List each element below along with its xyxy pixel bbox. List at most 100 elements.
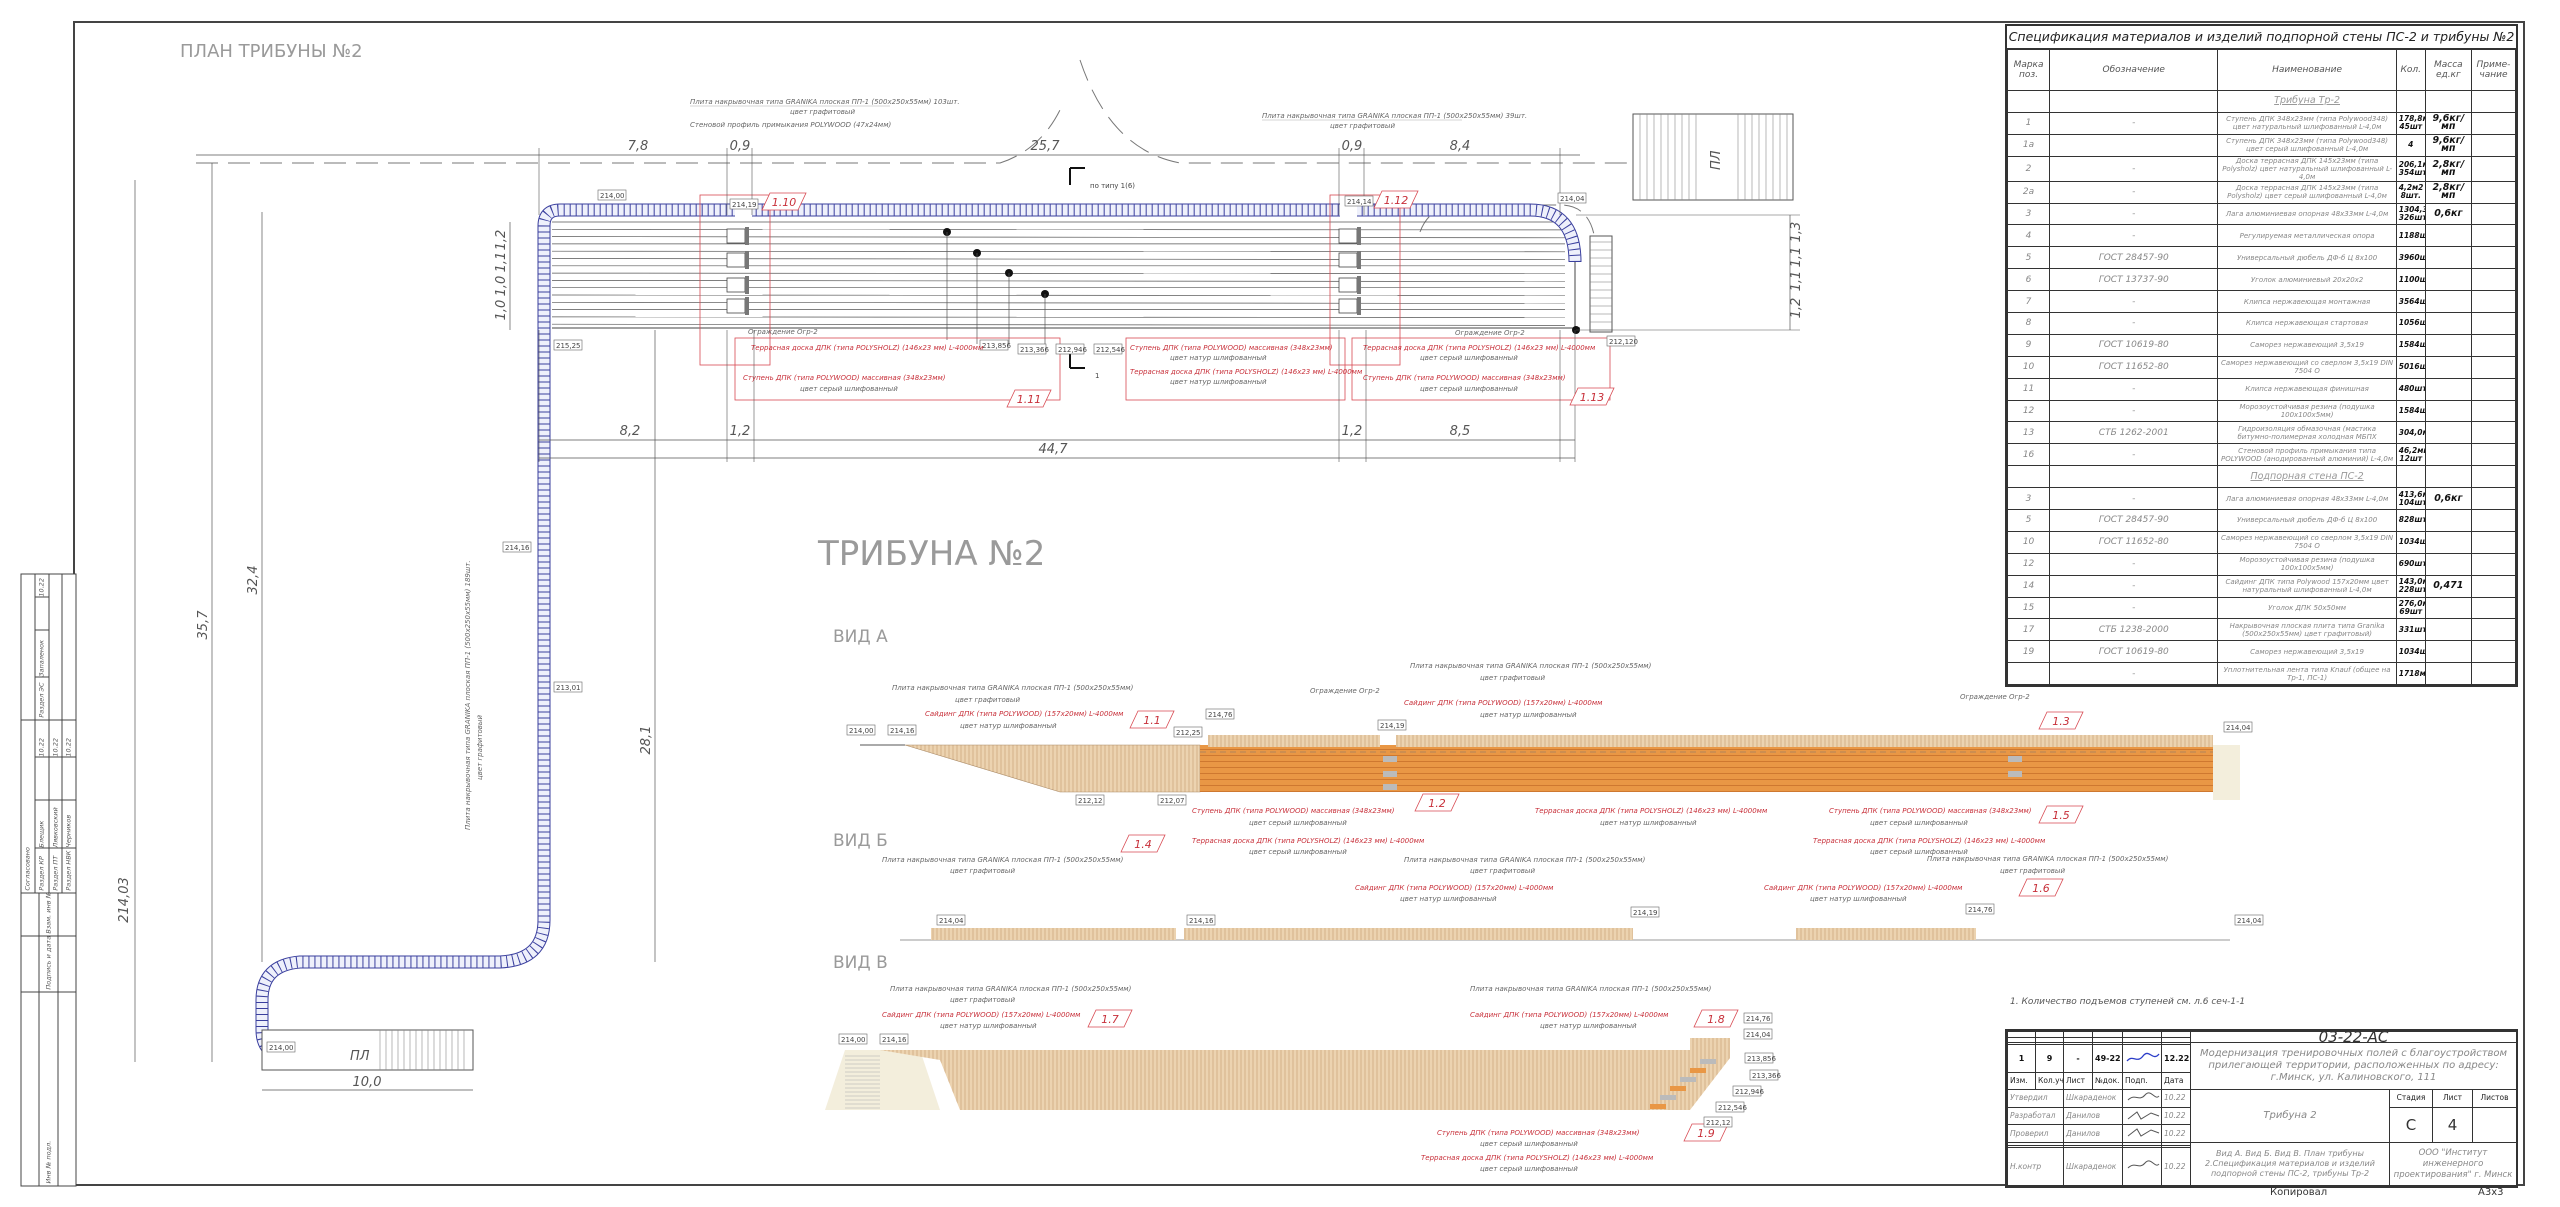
view-v-elevation: 212,12 [1706,1119,1731,1127]
spec-note [2470,596,2517,620]
leader-label: цвет натур шлифованный [1810,895,1907,903]
step-landing [726,277,746,293]
spec-code: ГОСТ 10619-80 [2049,640,2219,664]
spec-qty: 4,2м2 8шт. [2395,180,2426,204]
elevation-box [1557,192,1587,204]
spec-name: Доска террасная ДПК 145х23мм (типа Polys… [2217,180,2397,204]
road-edge-line [196,59,1633,164]
spec-mark: 9 [2006,333,2051,357]
spec-mark: 3 [2006,202,2051,226]
hdr-sign: Подп. [2122,1072,2162,1091]
spec-mark: 4 [2006,224,2051,248]
spec-row: 2а-Доска террасная ДПК 145х23мм (типа Po… [2006,180,2517,204]
elevation-box [1055,343,1085,355]
spec-name: Саморез нержавеющий со сверлом 3,5х19 DI… [2217,530,2397,554]
dimension-label: 25,7 [1031,139,1061,154]
leader-label: цвет серый шлифованный [1480,1165,1578,1173]
spec-mark: 14 [2006,574,2051,598]
drawing-line [551,316,1566,318]
step-profile [2008,771,2022,777]
coping-cap [1396,735,2213,747]
dimension-label: 7,8 [628,139,649,154]
stamp-person: Черников [62,799,76,848]
spec-qty: 1100шт [2395,268,2426,292]
fence-post [1357,251,1361,269]
leader-label: Ограждение Огр-2 [1960,693,2030,701]
dimension-label: 35,7 [196,610,211,640]
spec-qty: 828шт [2395,509,2426,532]
spec-cell [2049,90,2219,113]
spec-code: - [2049,312,2219,335]
elevation-box [1732,1085,1762,1097]
leader-label: Сайдинг ДПК (типа POLYWOOD) (157х20мм) L… [882,1011,1081,1019]
spec-header-row: Марка поз. Обозначение Наименование Кол.… [2006,49,2517,91]
spec-mass [2424,333,2472,357]
view-v-elevation: 214,16 [882,1036,907,1044]
spec-code: - [2049,399,2219,423]
stamp-section: Раздел ЭС [35,676,48,718]
leader-label: Террасная доска ДПК (типа POLYSHOLZ) (14… [1363,344,1596,352]
callout-label: 1.4 [1134,838,1152,851]
change-row: 1 9 - 49-22 12.22 [2007,1044,2517,1074]
elevation-box [553,681,583,693]
callout-box [1569,387,1615,406]
leader-label: Сайдинг ДПК (типа POLYWOOD) (157х20мм) L… [925,710,1124,718]
elevation-box [1093,343,1123,355]
leader-label: цвет натур шлифованный [1170,378,1267,386]
spec-mass [2424,224,2472,248]
stamp-sign-field: Подпись и дата [21,935,76,992]
spec-code: ГОСТ 13737-90 [2049,268,2219,292]
view-b-title: ВИД Б [833,831,888,851]
leader-label: Террасная доска ДПК (типа POLYSHOLZ) (14… [1535,807,1768,815]
plan-elevation: 212,120 [1609,338,1638,346]
spec-qty: 3960шт [2395,246,2426,270]
spec-section-title: Трибуна Тр-2 [2217,90,2397,113]
plan-elevation: 213,366 [1020,346,1049,354]
signature-icon [62,756,76,800]
signature-approved [2122,1089,2162,1108]
elevation-box [502,541,532,553]
spec-mass [2424,552,2472,576]
organization: ООО "Институт инженерного проектирования… [2388,1142,2518,1186]
signature-icon [2127,1092,2160,1101]
format-label: А3х3 [2478,1187,2504,1198]
spec-row: 12-Морозоустойчивая резина (подушка 100х… [2006,399,2517,423]
spec-code: - [2049,180,2219,204]
spec-code: ГОСТ 11652-80 [2049,530,2219,554]
leader-label: цвет графитовый [1470,867,1535,875]
dimension-label: 32,4 [246,566,261,595]
dimension-label: 1,2 [1342,424,1363,439]
plan-elevation: 214,00 [269,1044,294,1052]
leader-label: Террасная доска ДПК (типа POLYSHOLZ) (14… [1192,837,1425,845]
hdr-date: Дата [2161,1072,2191,1091]
spec-mass: 0,471 [2424,574,2472,598]
spec-mark: 5 [2006,509,2051,532]
spec-mark: 19 [2006,640,2051,664]
spec-mass: 0,6кг [2424,487,2472,511]
plan-elevation: 212,546 [1096,346,1125,354]
signature-icon [2127,1160,2160,1169]
spec-note [2470,246,2517,270]
view-b-elevation: 214,16 [1189,917,1214,925]
change-count: 9 [2035,1044,2064,1074]
leader-label: цвет графитовый [955,696,1020,704]
spec-mark: 8 [2006,312,2051,335]
change-signature [2122,1044,2162,1074]
stamp-cell [21,893,40,936]
leader-label: цвет графитовый [950,867,1015,875]
stamp-replace-field: Взам. инв № [21,892,76,936]
fence-post [745,276,749,294]
view-a-elevation: 212,07 [1160,797,1185,805]
dimension-label: 1,1 [1789,247,1804,268]
callout-box [1120,834,1166,853]
leader-label: цвет серый шлифованный [1870,848,1968,856]
view-a-elevation: 214,00 [849,727,874,735]
spec-qty: 3564шт [2395,290,2426,314]
